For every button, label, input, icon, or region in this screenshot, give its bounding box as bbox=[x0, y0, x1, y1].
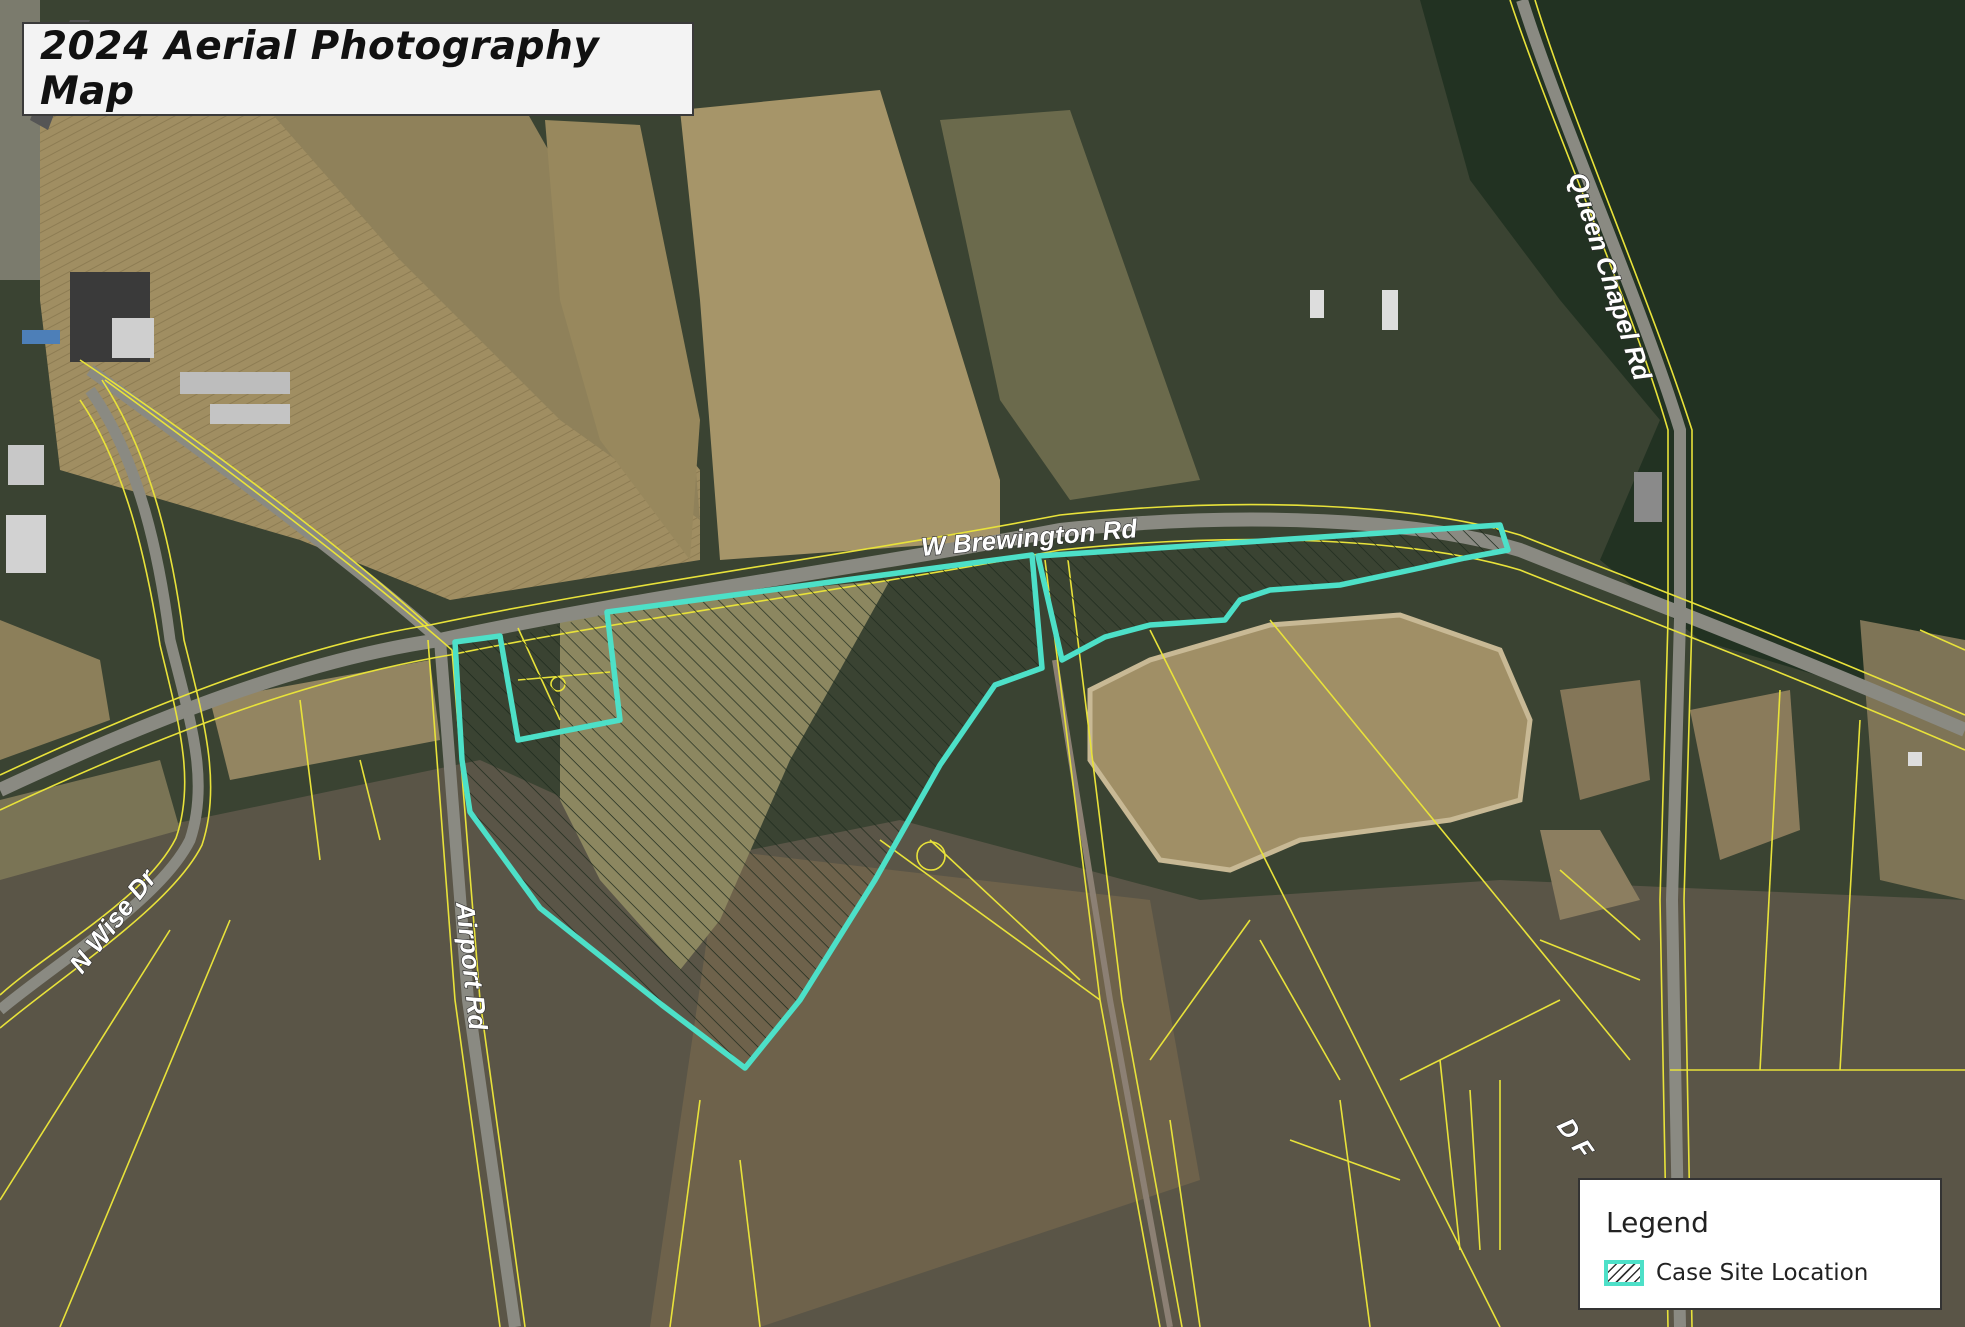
field-center bbox=[680, 90, 1000, 560]
field-airport-rd bbox=[210, 660, 440, 780]
hangar-1 bbox=[180, 372, 290, 394]
road-airport bbox=[434, 639, 521, 1327]
track-south bbox=[1052, 659, 1173, 1327]
house-4 bbox=[1908, 752, 1922, 766]
map-title-box: 2024 Aerial Photography Map bbox=[22, 22, 694, 116]
legend: Legend Case Site Location bbox=[1578, 1178, 1942, 1310]
field-ne-small bbox=[1560, 680, 1650, 800]
site-outline-east bbox=[1035, 522, 1511, 663]
map-title: 2024 Aerial Photography Map bbox=[40, 24, 600, 114]
field-orchard bbox=[940, 110, 1200, 500]
house-3 bbox=[1634, 472, 1662, 522]
hangar-2 bbox=[210, 404, 290, 424]
field-east-oval bbox=[1087, 612, 1533, 873]
building bbox=[112, 318, 154, 358]
field-se-small bbox=[1540, 830, 1640, 920]
field-nw-2 bbox=[260, 100, 700, 520]
dense-forest-ne bbox=[1150, 0, 1965, 720]
blue-roof-building bbox=[22, 330, 60, 344]
building-west-2 bbox=[6, 515, 46, 573]
legend-title: Legend bbox=[1606, 1206, 1709, 1239]
site-outline-west bbox=[452, 552, 1045, 1071]
site-hatch-west bbox=[455, 555, 1042, 1068]
house-1 bbox=[1310, 290, 1324, 318]
legend-item-case-site: Case Site Location bbox=[1656, 1260, 1869, 1286]
house-2 bbox=[1382, 290, 1398, 330]
building-west bbox=[8, 445, 44, 485]
field-west bbox=[0, 620, 110, 760]
case-site-swatch-icon bbox=[1604, 1260, 1644, 1286]
road-queen-chapel bbox=[1516, 0, 1686, 1327]
case-site-location[interactable] bbox=[452, 522, 1511, 1071]
road-n-wise bbox=[0, 386, 204, 1015]
road-w-brewington bbox=[0, 512, 1965, 797]
field-nw bbox=[40, 110, 700, 600]
field-strip bbox=[545, 120, 700, 560]
